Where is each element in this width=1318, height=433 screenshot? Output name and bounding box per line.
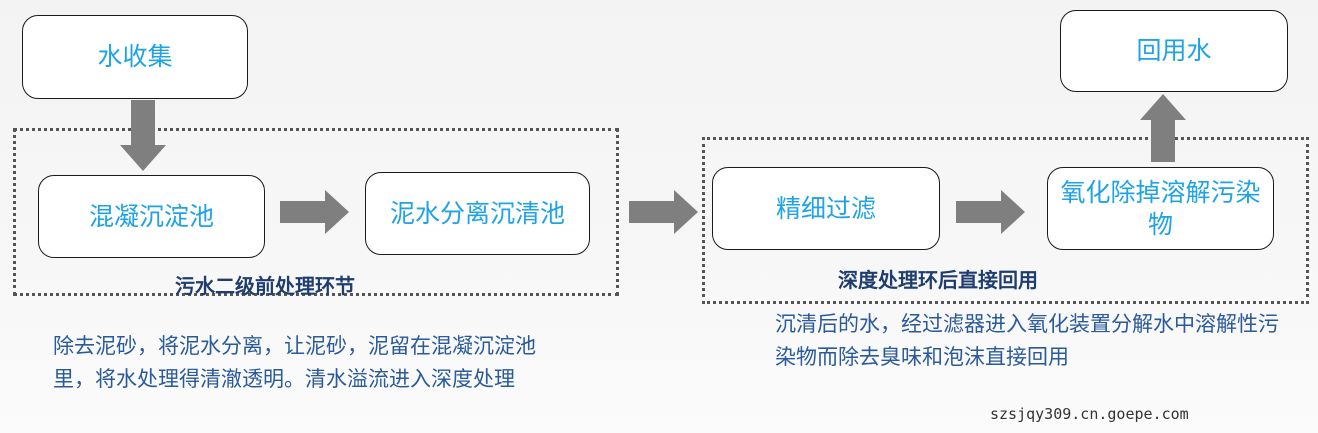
pretreatment-description: 除去泥砂，将泥水分离，让泥砂，泥留在混凝沉淀池里，将水处理得清澈透明。清水溢流进… [53, 334, 536, 391]
arrow-up-icon [1140, 94, 1186, 162]
deep-treatment-description: 沉清后的水，经过滤器进入氧化装置分解水中溶解性污染物而除去臭味和泡沫直接回用 [775, 312, 1279, 369]
oxidation-box: 氧化除掉溶解污染物 [1047, 167, 1274, 250]
arrow-right-icon [280, 190, 349, 234]
deep-treatment-group [702, 137, 1309, 304]
watermark: szsjqy309.cn.goepe.com [990, 405, 1189, 423]
coagulation-tank-box: 混凝沉淀池 [38, 175, 265, 258]
reuse-water-box: 回用水 [1060, 10, 1288, 92]
arrow-right-icon [629, 190, 698, 234]
pretreatment-group [13, 128, 619, 296]
separation-tank-box: 泥水分离沉清池 [365, 172, 590, 255]
pretreatment-label: 污水二级前处理环节 [175, 274, 355, 298]
water-collection-box: 水收集 [22, 15, 248, 99]
arrow-right-icon [956, 190, 1025, 234]
arrow-down-icon [120, 100, 166, 171]
deep-treatment-label: 深度处理环后直接回用 [838, 268, 1038, 292]
fine-filtration-box: 精细过滤 [712, 167, 940, 250]
